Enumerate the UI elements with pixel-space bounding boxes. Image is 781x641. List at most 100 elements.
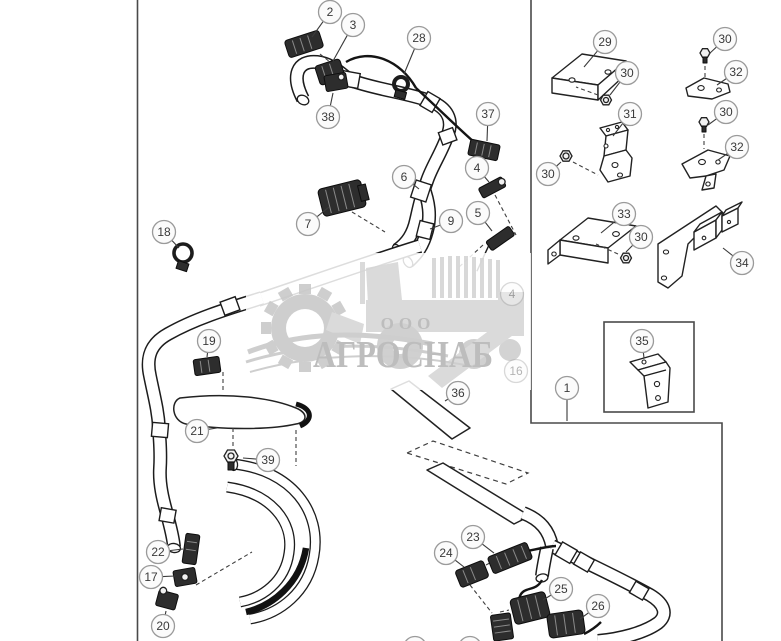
connector-23	[487, 542, 533, 574]
sensor-4	[478, 176, 507, 199]
harness-bottom-assembly	[455, 513, 664, 641]
callout-9: 9	[429, 208, 464, 234]
bolt-39	[223, 449, 239, 471]
harvester-silhouette	[326, 256, 524, 388]
harness-left-assembly	[149, 246, 420, 619]
callout-37: 37	[475, 101, 501, 142]
svg-text:23: 23	[466, 530, 480, 544]
callout-partial	[405, 635, 425, 641]
strap-21	[173, 394, 312, 430]
callout-24: 24	[433, 540, 465, 568]
callout-17: 17	[138, 564, 176, 590]
callout-32: 32	[717, 134, 750, 161]
watermark-company-prefix: ООО	[381, 314, 436, 333]
callout-1: 1	[554, 375, 580, 421]
callout-5: 5	[465, 200, 493, 232]
connector-25	[509, 591, 551, 625]
callout-19: 19	[196, 328, 222, 358]
callout-30: 30	[609, 60, 640, 96]
svg-text:36: 36	[451, 386, 465, 400]
callout-18: 18	[151, 219, 180, 249]
harness-wrap-band	[245, 547, 310, 616]
svg-text:4: 4	[474, 161, 481, 175]
callout-6: 6	[391, 164, 420, 190]
svg-text:19: 19	[202, 334, 216, 348]
connector-37	[467, 138, 501, 162]
callout-38: 38	[315, 92, 341, 130]
svg-text:30: 30	[718, 32, 732, 46]
svg-text:24: 24	[439, 546, 453, 560]
callout-31: 31	[612, 101, 643, 137]
svg-text:9: 9	[448, 214, 455, 228]
svg-text:3: 3	[350, 18, 357, 32]
svg-text:35: 35	[635, 334, 649, 348]
bolt-30-e	[595, 243, 633, 264]
svg-text:17: 17	[144, 570, 158, 584]
svg-text:32: 32	[730, 140, 744, 154]
bolt-30-b	[699, 48, 711, 82]
tee-fitting-6	[409, 179, 433, 203]
bracket-34	[657, 201, 743, 289]
bolt-30-c	[698, 117, 710, 149]
svg-text:5: 5	[475, 206, 482, 220]
svg-text:34: 34	[735, 256, 749, 270]
svg-text:1: 1	[564, 381, 571, 395]
bolt-30-a	[575, 86, 613, 106]
svg-text:30: 30	[620, 66, 634, 80]
svg-text:4: 4	[509, 287, 516, 301]
watermark: ООО АГРОСНАБ	[245, 253, 531, 390]
svg-text:22: 22	[151, 545, 165, 559]
clamp-17	[172, 567, 198, 587]
svg-text:29: 29	[598, 35, 612, 49]
callout-35: 35	[629, 328, 655, 359]
connector-26	[546, 609, 586, 639]
tube-sleeve-9	[415, 219, 435, 241]
nut-30-d	[559, 150, 599, 176]
callout-36: 36	[444, 380, 471, 406]
svg-text:28: 28	[412, 31, 426, 45]
svg-text:26: 26	[591, 599, 605, 613]
bracket-31	[599, 121, 633, 183]
callout-4: 4	[499, 281, 525, 307]
callout-23: 23	[460, 524, 495, 554]
callout-16: 16	[503, 358, 529, 384]
callout-22: 22	[145, 539, 184, 565]
svg-text:25: 25	[554, 582, 568, 596]
callout-25: 25	[542, 576, 574, 602]
svg-text:39: 39	[261, 453, 275, 467]
svg-text:31: 31	[623, 107, 637, 121]
svg-text:32: 32	[729, 65, 743, 79]
callout-partial	[460, 635, 480, 641]
svg-text:20: 20	[156, 619, 170, 633]
connector-7	[317, 179, 370, 217]
cable-to-connector-37	[415, 87, 475, 143]
watermark-company-name: АГРОСНАБ	[313, 334, 493, 376]
clamp-18	[172, 242, 194, 273]
connector-block-bottom	[490, 612, 514, 641]
callout-33: 33	[600, 201, 637, 234]
svg-text:33: 33	[617, 207, 631, 221]
svg-text:2: 2	[327, 5, 334, 19]
svg-text:30: 30	[541, 167, 555, 181]
callout-21: 21	[184, 418, 218, 444]
strip-36-lower	[426, 462, 531, 525]
callout-30: 30	[708, 26, 738, 55]
callout-28: 28	[403, 25, 432, 75]
callout-29: 29	[583, 29, 618, 68]
svg-text:6: 6	[401, 170, 408, 184]
clip-19	[192, 356, 222, 376]
callout-32: 32	[716, 59, 749, 86]
callout-26: 26	[579, 593, 611, 620]
callout-30: 30	[707, 99, 739, 126]
svg-text:18: 18	[157, 225, 171, 239]
callout-4: 4	[464, 155, 490, 183]
callout-30: 30	[625, 224, 654, 253]
svg-text:21: 21	[190, 424, 204, 438]
svg-text:30: 30	[634, 230, 648, 244]
panel-borders	[136, 0, 723, 641]
clamp-20	[155, 586, 179, 611]
svg-text:38: 38	[321, 110, 335, 124]
sub-assembly-box	[603, 321, 695, 413]
